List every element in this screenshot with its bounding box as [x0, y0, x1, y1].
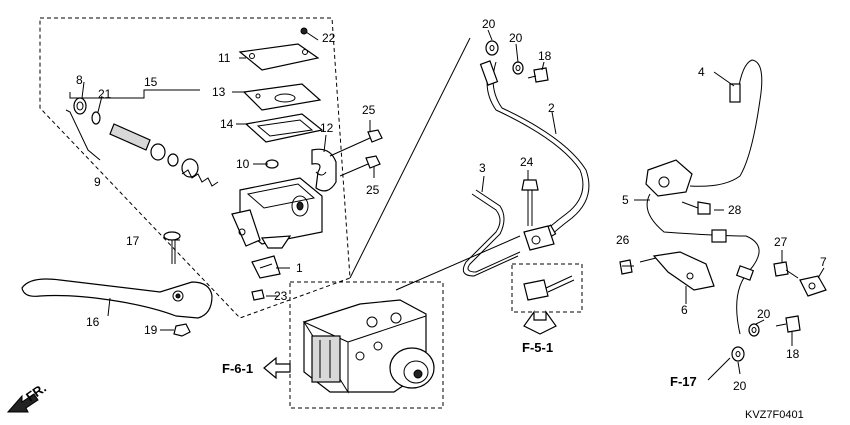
part-number-7: 7 [820, 255, 827, 269]
part-number-23: 23 [274, 289, 288, 303]
part-number-15: 15 [144, 75, 158, 89]
part-number-5: 5 [622, 193, 629, 207]
upper-washer-b [512, 61, 524, 75]
caliper-ref-arrow [523, 310, 557, 335]
part-number-13: 13 [212, 85, 226, 99]
brake-pipe [462, 189, 521, 277]
reservoir-cap [238, 43, 320, 71]
switch-bolt [251, 289, 265, 301]
caliper-ref-box [511, 263, 583, 313]
leader-lines-left [65, 57, 375, 331]
hose-joint-right [799, 275, 827, 297]
part-number-27: 27 [774, 235, 788, 249]
lower-oil-bolt [775, 315, 801, 333]
brake-joint [523, 225, 555, 251]
part-number-11: 11 [218, 51, 231, 65]
lower-washer-b [731, 346, 745, 362]
hose-bracket [639, 251, 715, 291]
joint-bolt [521, 179, 539, 226]
joint-bolt-right [773, 261, 799, 279]
brake-lever [21, 278, 213, 319]
delay-valve [645, 159, 693, 197]
rear-brake-hose [689, 59, 763, 187]
upper-washer-a [485, 40, 499, 56]
valve-bolt [681, 201, 711, 215]
piston-assembly [73, 97, 219, 187]
part-number-1: 1 [296, 261, 303, 275]
part-number-22: 22 [322, 31, 336, 45]
diaphragm-plate [244, 113, 324, 143]
part-number-21: 21 [98, 87, 112, 101]
guide-line-1 [349, 37, 471, 279]
brake-switch [262, 159, 279, 169]
pivot-nut [173, 323, 191, 337]
cap-screw [300, 27, 319, 41]
master-cylinder-body [231, 177, 323, 249]
part-number-12: 12 [320, 121, 334, 135]
upper-oil-bolt [527, 67, 549, 83]
front-direction-arrow [6, 393, 39, 413]
pivot-bolt [163, 231, 181, 264]
abs-modulator [302, 299, 435, 394]
reservoir-diaphragm [242, 83, 322, 111]
front-stop-switch [251, 255, 281, 279]
part-number-2: 2 [548, 101, 555, 115]
part-number-4: 4 [698, 65, 705, 79]
bracket-bolt [619, 259, 633, 275]
part-number-20-c: 20 [757, 307, 771, 321]
part-number-14: 14 [220, 117, 234, 131]
clamp-bolt-lower [339, 155, 381, 177]
part-number-17: 17 [126, 234, 140, 248]
reference-hose[interactable]: F-17 [670, 374, 697, 389]
abs-ref-arrow [263, 356, 291, 380]
upper-brake-hose [479, 60, 590, 242]
part-number-25-lower: 25 [366, 183, 380, 197]
reference-caliper[interactable]: F-5-1 [522, 340, 553, 355]
leader-lines-right [481, 29, 825, 381]
guide-line-2 [395, 235, 521, 291]
part-number-10: 10 [236, 157, 250, 171]
part-number-18-upper: 18 [538, 49, 552, 63]
part-number-3: 3 [479, 161, 486, 175]
lower-brake-hose [646, 193, 760, 335]
part-number-25-upper: 25 [362, 103, 376, 117]
part-number-20-a: 20 [482, 17, 496, 31]
part-number-28: 28 [728, 203, 742, 217]
part-number-26: 26 [616, 233, 630, 247]
clamp-bolt-upper [329, 129, 383, 157]
part-number-19: 19 [144, 323, 158, 337]
part-number-16: 16 [86, 315, 100, 329]
lower-washer-a [748, 323, 760, 337]
master-cylinder-group-outline [39, 17, 351, 319]
part-number-8: 8 [76, 73, 83, 87]
caliper-ref-joint [523, 275, 575, 301]
diagram-code: KVZ7F0401 [745, 409, 804, 421]
part-number-18-lower: 18 [786, 347, 800, 361]
part-number-9: 9 [94, 175, 101, 189]
part-number-24: 24 [520, 155, 534, 169]
part-number-20-d: 20 [733, 379, 747, 393]
master-cylinder-clamp [311, 148, 337, 192]
part-number-20-b: 20 [509, 31, 523, 45]
part-number-6: 6 [681, 303, 688, 317]
reference-abs[interactable]: F-6-1 [222, 361, 253, 376]
